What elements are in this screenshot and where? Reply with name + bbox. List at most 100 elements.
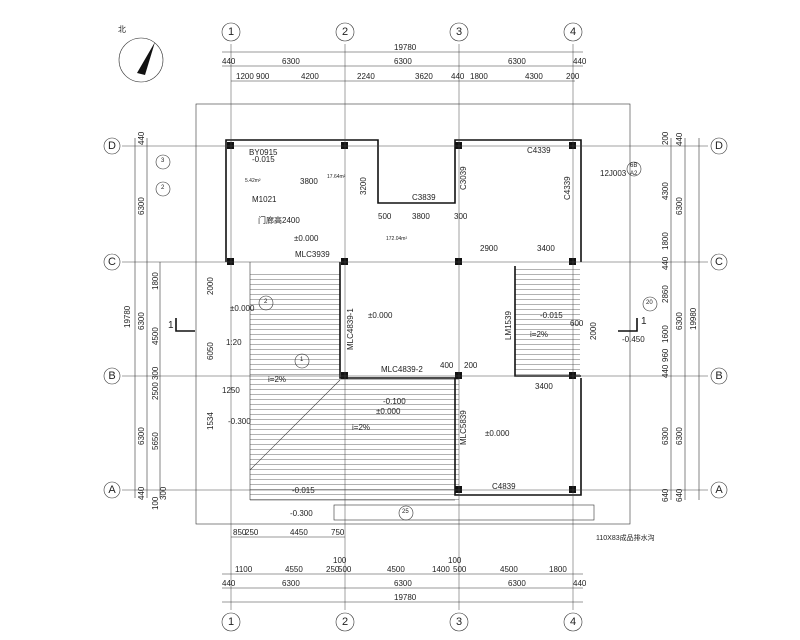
dim-text: 6300 [675, 427, 684, 445]
grid-col-4: 4 [570, 26, 576, 38]
dim-text: 750 [331, 528, 345, 537]
dim-text: 2500 [151, 382, 160, 400]
dim-text: 3200 [359, 177, 368, 195]
grid-row-d-right: D [715, 140, 723, 152]
dim-text: 4300 [525, 72, 543, 81]
door-label: LM1539 [504, 311, 513, 340]
dim-text: 3620 [415, 72, 433, 81]
level-mark: ±0.000 [485, 429, 510, 438]
dim-text: 1100 [235, 565, 253, 574]
dim-text: 200 [661, 131, 670, 145]
level-mark: -0.300 [290, 509, 313, 518]
dim-text: 2900 [480, 244, 498, 253]
dim-text: 2000 [589, 322, 598, 340]
dim-text: 250 [326, 565, 340, 574]
dim-text: 1250 [222, 386, 240, 395]
level-mark: -0.015 [252, 155, 275, 164]
dim-text: 440 [675, 132, 684, 146]
dim-text: 900 [256, 72, 270, 81]
dim-text: 440 [661, 256, 670, 270]
area-label: 5.42m² [245, 178, 261, 184]
dim-text: 6300 [137, 427, 146, 445]
columns [227, 142, 576, 493]
dim-text: 100 [151, 496, 160, 510]
dim-text: 5650 [151, 432, 160, 450]
dim-text: 4450 [290, 528, 308, 537]
dim-text: 6300 [282, 57, 300, 66]
dim-text: 300 [151, 366, 160, 380]
dim-text: 850 [233, 528, 247, 537]
note: 门廊高2400 [258, 215, 300, 225]
level-mark: ±0.000 [368, 311, 393, 320]
note: i=2% [268, 375, 286, 384]
dim-text: 300 [159, 486, 168, 500]
grid-col-4-bottom: 4 [570, 616, 576, 628]
level-mark: -0.015 [292, 486, 315, 495]
dim-text: 4500 [387, 565, 405, 574]
grid-bubbles: 1 2 3 4 1 2 3 4 A B C D A B C D [103, 22, 728, 632]
note: i=2% [530, 330, 548, 339]
dim-text: 960 [661, 348, 670, 362]
detail-ref: 3 [161, 158, 165, 164]
dim-text: 250 [245, 528, 259, 537]
note: i=2% [352, 423, 370, 432]
area-label: 172.04m² [386, 236, 407, 242]
level-mark: -0.100 [383, 397, 406, 406]
dim-text: 1800 [661, 232, 670, 250]
dim-text: 3400 [535, 382, 553, 391]
door-label: MLC4839-2 [381, 365, 423, 374]
balcony-right [515, 266, 580, 376]
inner-dimensions: 3800 3200 3800 500 300 2900 3400 3400 40… [222, 177, 598, 395]
dim-text: 3400 [537, 244, 555, 253]
note: 110X83成品排水沟 [596, 533, 655, 542]
grid-col-1: 1 [228, 26, 234, 38]
building-interior [228, 142, 595, 521]
area-label: 17.64m² [327, 174, 346, 180]
level-mark: -0.015 [540, 311, 563, 320]
window-label: C3039 [459, 166, 468, 190]
dim-text: 640 [661, 488, 670, 502]
dim-text: 4550 [285, 565, 303, 574]
opening-labels: C4339 C4339 C3039 C3839 MLC3939 MLC4839-… [249, 146, 572, 491]
dim-text: 1800 [549, 565, 567, 574]
grid-col-3-bottom: 3 [456, 616, 462, 628]
grid-lines [122, 44, 708, 610]
window-label: C4339 [527, 146, 551, 155]
grid-col-2: 2 [342, 26, 348, 38]
dim-text: 300 [454, 212, 468, 221]
dim-text: 2240 [357, 72, 375, 81]
level-mark: -0.450 [622, 335, 645, 344]
dim-text: 1600 [661, 325, 670, 343]
dim-bottom-total: 19780 [394, 593, 417, 602]
detail-ref: 6B [630, 163, 637, 169]
annotations: 172.04m² 17.64m² 5.42m² 门廊高2400 i=2% i=2… [155, 154, 658, 542]
note: 1:20 [226, 338, 242, 347]
dim-text: 1534 [206, 412, 215, 430]
dim-text: 6300 [137, 197, 146, 215]
dim-text: 500 [453, 565, 467, 574]
detail-ref: 25 [402, 509, 409, 515]
detail-ref: A2 [630, 171, 638, 177]
dim-text: 100 [333, 556, 347, 565]
dim-text: 1400 [432, 565, 450, 574]
dim-text: 6300 [508, 57, 526, 66]
dimensions-right: 200 4300 1800 440 2860 1600 960 440 6300… [661, 131, 700, 502]
dim-text: 6300 [282, 579, 300, 588]
dim-text: 6300 [394, 579, 412, 588]
dim-text: 400 [440, 361, 454, 370]
level-marks: ±0.000 ±0.000 ±0.000 ±0.000 ±0.000 -0.01… [228, 155, 645, 518]
level-mark: ±0.000 [294, 234, 319, 243]
dim-text: 1800 [151, 272, 160, 290]
dim-text: 4200 [301, 72, 319, 81]
site-stipple [195, 103, 631, 525]
terrace-bottom [250, 378, 459, 500]
grid-col-2-bottom: 2 [342, 616, 348, 628]
dim-text: 500 [338, 565, 352, 574]
section-mark: 1 [168, 320, 174, 331]
dim-text: 440 [137, 131, 146, 145]
dim-right-total: 19980 [689, 307, 698, 330]
detail-ref: 20 [646, 300, 653, 306]
dim-text: 6050 [206, 342, 215, 360]
grid-row-c-right: C [715, 256, 723, 268]
dim-text: 440 [661, 364, 670, 378]
